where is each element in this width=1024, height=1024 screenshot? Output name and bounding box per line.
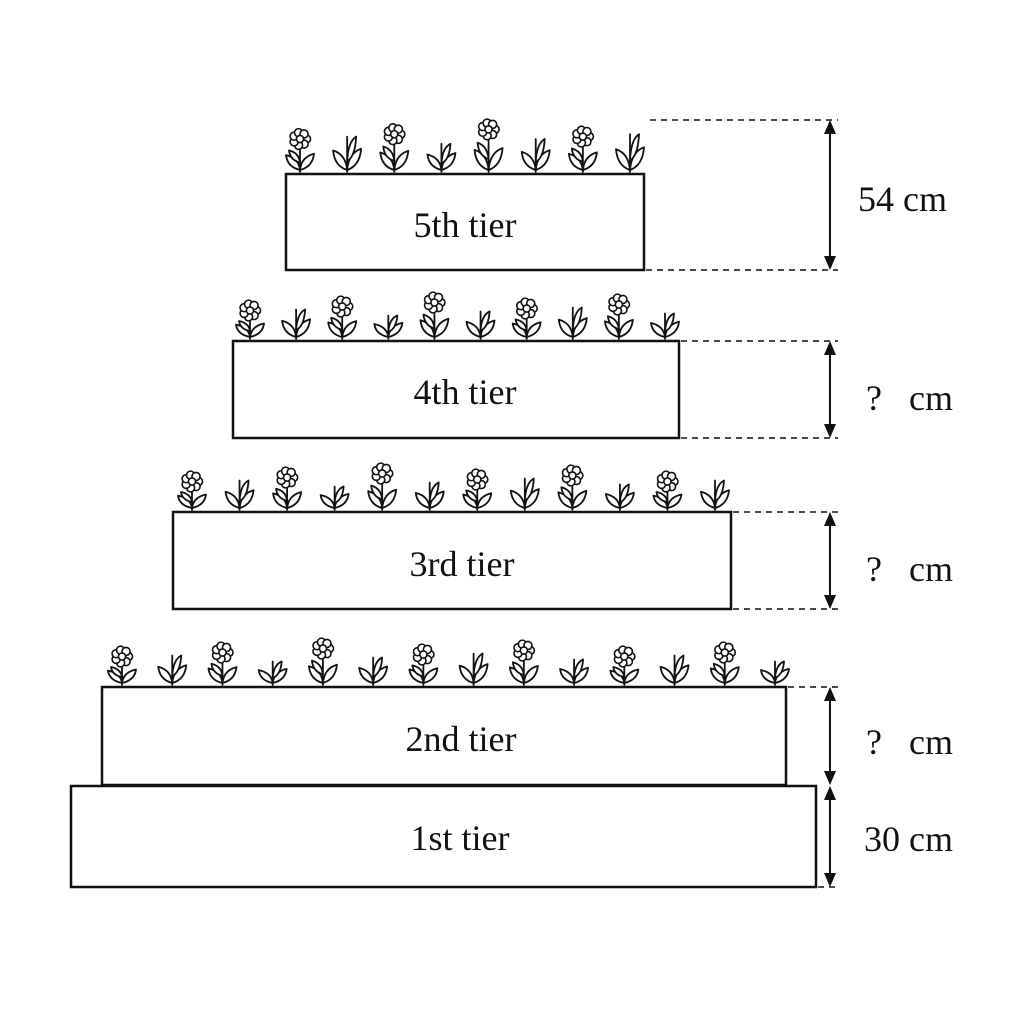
dimension-1: 30 cm [818, 786, 953, 888]
tier-2-box [100, 685, 788, 787]
tier-1-label: 1st tier [411, 818, 510, 858]
tier-4-box [231, 339, 681, 440]
tier-2-label: 2nd tier [406, 719, 517, 759]
flower-row-5 [285, 118, 645, 173]
flower-row-2 [107, 637, 790, 686]
tier-1-height-label: 30 cm [864, 819, 953, 859]
tier-1-box [69, 784, 818, 889]
tier-2-height-label: ? cm [866, 722, 953, 762]
dimension-5: 54 cm [646, 119, 947, 271]
tier-4-height-label: ? cm [866, 378, 953, 418]
tier-5: 5th tier [284, 118, 646, 272]
tier-5-label: 5th tier [414, 205, 517, 245]
tier-2: 2nd tier [100, 637, 790, 787]
dimension-4: ? cm [681, 340, 953, 439]
tier-5-height-label: 54 cm [858, 179, 947, 219]
tier-3-box [171, 510, 733, 611]
tier-1: 1st tier [69, 784, 818, 889]
tier-3: 3rd tier [171, 462, 733, 611]
tier-3-height-label: ? cm [866, 549, 953, 589]
flower-row-3 [177, 462, 730, 511]
tier-3-label: 3rd tier [410, 544, 515, 584]
flower-row-4 [235, 291, 680, 340]
tier-4-label: 4th tier [414, 372, 517, 412]
dimension-3: ? cm [733, 511, 953, 610]
tier-5-box [284, 172, 646, 272]
tier-4: 4th tier [231, 291, 681, 440]
dimension-2: ? cm [788, 686, 953, 785]
